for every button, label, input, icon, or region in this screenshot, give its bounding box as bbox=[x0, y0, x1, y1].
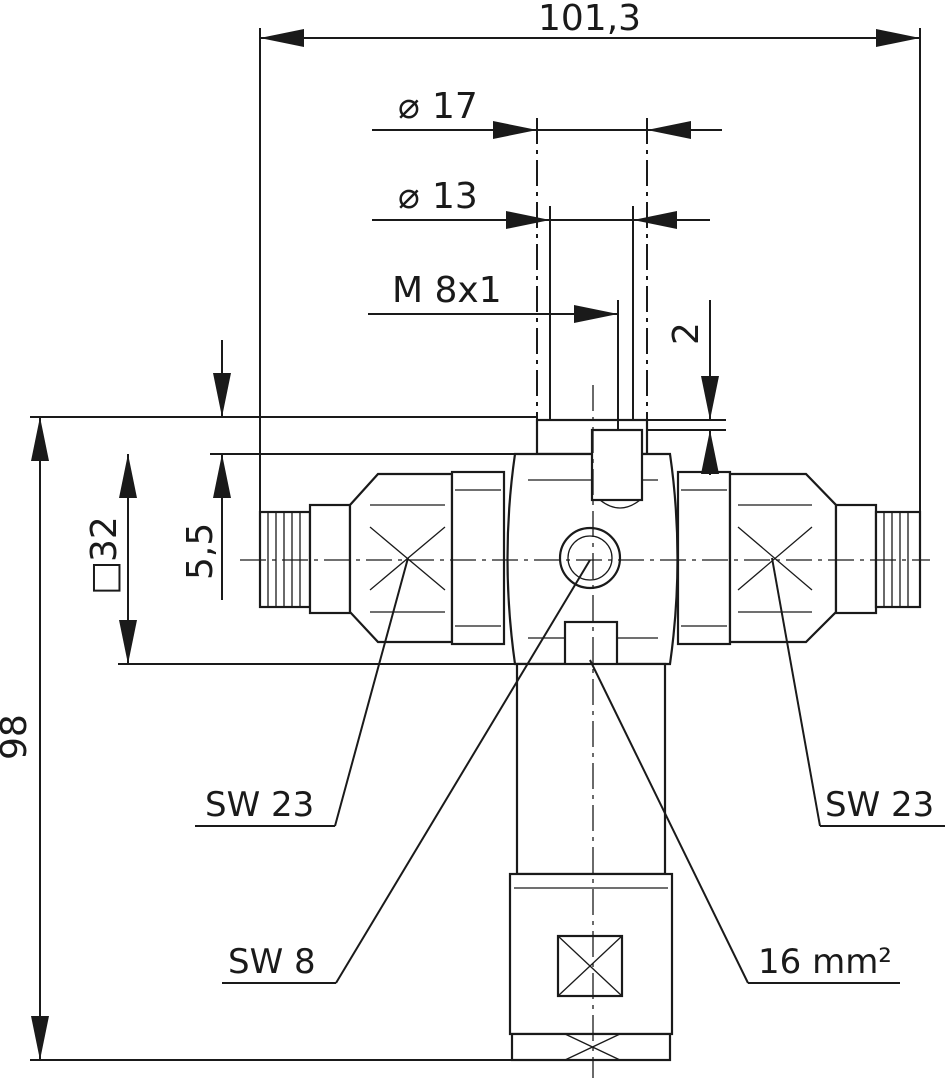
left-connector bbox=[258, 470, 506, 646]
offset-label: 2 bbox=[666, 322, 707, 345]
callout-labels: SW 23 SW 23 SW 8 16 mm² bbox=[205, 785, 934, 982]
wrench-size-right-label: SW 23 bbox=[825, 785, 934, 825]
dimension-labels: 101,3 ⌀ 17 ⌀ 13 M 8x1 2 98 5,5 □ 32 bbox=[0, 0, 707, 760]
diameter-13-label: 13 bbox=[432, 176, 478, 217]
diameter-13-symbol: ⌀ bbox=[398, 176, 420, 217]
cross-section-label: 16 mm² bbox=[758, 942, 892, 982]
right-connector bbox=[676, 470, 922, 646]
flange-label: 5,5 bbox=[180, 523, 221, 580]
wrench-size-left-label: SW 23 bbox=[205, 785, 314, 825]
thread-label: M 8x1 bbox=[392, 270, 502, 311]
height-label: 98 bbox=[0, 714, 35, 760]
square-label: 32 bbox=[84, 516, 125, 562]
center-lines bbox=[240, 385, 930, 1078]
square-symbol: □ bbox=[84, 561, 125, 595]
diameter-17-symbol: ⌀ bbox=[398, 86, 420, 127]
wrench-size-center-label: SW 8 bbox=[228, 942, 316, 982]
dimension-lines bbox=[30, 28, 921, 1061]
overall-width-label: 101,3 bbox=[538, 0, 641, 39]
diameter-17-label: 17 bbox=[432, 86, 478, 127]
connector-body bbox=[240, 385, 930, 1078]
callout-leaders bbox=[195, 557, 945, 984]
cable-stem bbox=[508, 662, 674, 1062]
